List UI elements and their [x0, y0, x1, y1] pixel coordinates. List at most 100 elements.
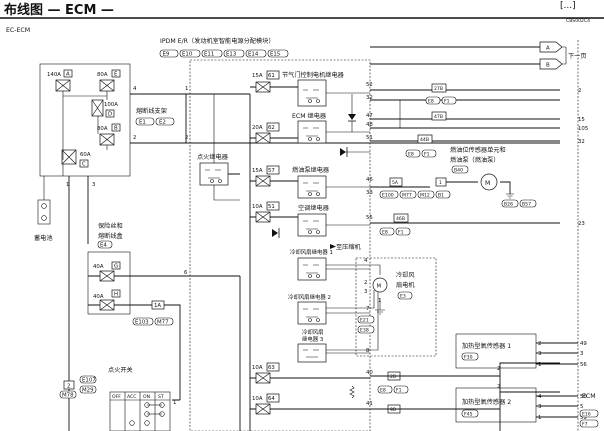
svg-text:G: G: [114, 264, 118, 270]
throttle-relay: [297, 79, 327, 107]
conn-27b: 27B: [434, 86, 443, 92]
conn-e103: E103: [135, 320, 149, 326]
svg-text:61: 61: [268, 73, 275, 79]
fuel-pump-relay: [297, 175, 327, 199]
battery: 蓄电池: [34, 176, 53, 242]
ign-pin-2: 2: [67, 384, 70, 390]
cool-relay1-label: 冷却风扇继电器 1: [290, 248, 333, 256]
cool-relay-1: [297, 257, 327, 281]
ho2s1-pin-2: 2: [538, 341, 541, 347]
fuse-60a: 60A C: [61, 149, 91, 168]
conn-b1: B1: [438, 193, 444, 199]
svg-text:60A: 60A: [80, 152, 91, 158]
fuel-pump-motor: M: [480, 173, 498, 191]
fuel-sensor-label-1: 燃油位传感器单元和: [450, 146, 506, 154]
svg-text:B: B: [546, 63, 550, 69]
ecm-pin-5: 5: [580, 404, 583, 410]
ecm-pin-49: 49: [580, 341, 587, 347]
ho2s2-pin-3: 3: [538, 404, 541, 410]
pin-41: 41: [366, 401, 373, 407]
ho2s2-conn: F45: [464, 412, 473, 418]
conn-46b: 46B: [396, 216, 405, 222]
fusebox-label-2: 熔断线盒: [98, 232, 124, 240]
fuse-140a: 140A A: [47, 69, 73, 92]
pin-2: 2: [133, 135, 136, 141]
svg-text:OFF: OFF: [112, 394, 121, 400]
fan-conn-e3: E3: [400, 294, 406, 300]
fuel-sensor-conn: B40: [454, 168, 463, 174]
fusible-link-block: [39, 63, 131, 177]
conn-2b: 2B: [390, 374, 396, 380]
ipdm-conn-3: E13: [226, 52, 236, 58]
ho2s-pin-2a: 2: [497, 366, 500, 372]
pin-7: 7: [366, 306, 369, 312]
page-ref: [...]: [560, 1, 576, 11]
fan-conn-e21: E21: [360, 318, 369, 324]
fuse-10a-63: 10A 63: [252, 362, 280, 384]
svg-text:B: B: [114, 126, 118, 132]
pin-48: 48: [366, 122, 373, 128]
svg-text:100A: 100A: [104, 102, 118, 108]
fan-motor-label-1: 冷却风: [396, 271, 415, 279]
conn-e8-a: E8: [428, 99, 434, 105]
ecm-pin-105: 105: [578, 126, 588, 132]
conn-m77: M77: [157, 320, 169, 326]
ipdm-connectors: E9 E10 E11 E13 E14 E15: [159, 49, 289, 58]
fuse-10a-51: 10A 51: [252, 201, 280, 223]
fan-motor-label-2: 扇电机: [396, 281, 415, 289]
svg-text:ST: ST: [158, 394, 164, 400]
svg-text:10A: 10A: [252, 365, 263, 371]
svg-text:ACC: ACC: [127, 394, 136, 400]
cool-relay2-label: 冷却风扇继电器 2: [288, 293, 331, 301]
cool-relay-3: [297, 343, 327, 363]
fan-pin-4: 4: [364, 258, 368, 264]
ign-conn-m78: M78: [62, 393, 74, 399]
ecm-pin-59: 59: [580, 415, 587, 421]
pin-32: 32: [366, 95, 373, 101]
fuse-40a-g: 40A G: [93, 261, 121, 282]
ecm-pin-15: 15: [578, 117, 585, 123]
svg-text:140A: 140A: [47, 72, 61, 78]
section-label: EC-ECM: [6, 27, 30, 34]
pin-33: 33: [366, 190, 373, 196]
fan-motor: M: [372, 277, 388, 293]
ipdm-conn-0: E9: [163, 52, 170, 58]
fusible-conn-e2: E2: [159, 120, 166, 126]
ecm-relay: [297, 120, 327, 144]
fuse-80a-e: 80A E: [97, 69, 121, 92]
ac-relay-label: 空调继电器: [298, 204, 330, 212]
cool-relay-2: [297, 301, 327, 325]
svg-text:M: M: [377, 284, 382, 290]
ign-switch-label: 点火开关: [108, 366, 133, 374]
ecm-pin-32: 32: [578, 139, 585, 145]
conn-f1-c: F1: [398, 230, 404, 236]
svg-text:80A: 80A: [97, 72, 108, 78]
conn-1: 1: [439, 180, 442, 186]
svg-text:M: M: [485, 180, 490, 187]
svg-text:63: 63: [268, 365, 275, 371]
fuse-100a: 100A D: [91, 99, 118, 118]
ac-relay: [297, 213, 327, 237]
fuse-20a-62: 20A 62: [252, 122, 280, 144]
svg-text:64: 64: [268, 396, 275, 402]
pin-51: 51: [366, 135, 373, 141]
next-page-arrow-a: A: [539, 41, 563, 53]
fuel-sensor-label-2: 燃油泵（燃油泵）: [450, 156, 500, 164]
pin-6: 6: [184, 270, 188, 276]
svg-text:蓄电池: 蓄电池: [34, 234, 53, 242]
conn-47b: 47B: [434, 114, 443, 120]
svg-text:10A: 10A: [252, 204, 263, 210]
ipdm-conn-2: E11: [204, 52, 214, 58]
ecm-pin-56: 56: [580, 362, 587, 368]
ipdm-box: [189, 59, 371, 431]
ho2s2-pin-1: 1: [538, 415, 541, 421]
pin-4: 4: [133, 86, 137, 92]
svg-text:D: D: [108, 112, 112, 118]
pin-3-battery: 3: [92, 182, 95, 188]
page-title: 布线图 — ECM —: [4, 2, 114, 18]
svg-text:A: A: [546, 46, 550, 52]
ho2s1-pin-1: 1: [538, 362, 541, 368]
ipdm-conn-4: E14: [248, 52, 259, 58]
